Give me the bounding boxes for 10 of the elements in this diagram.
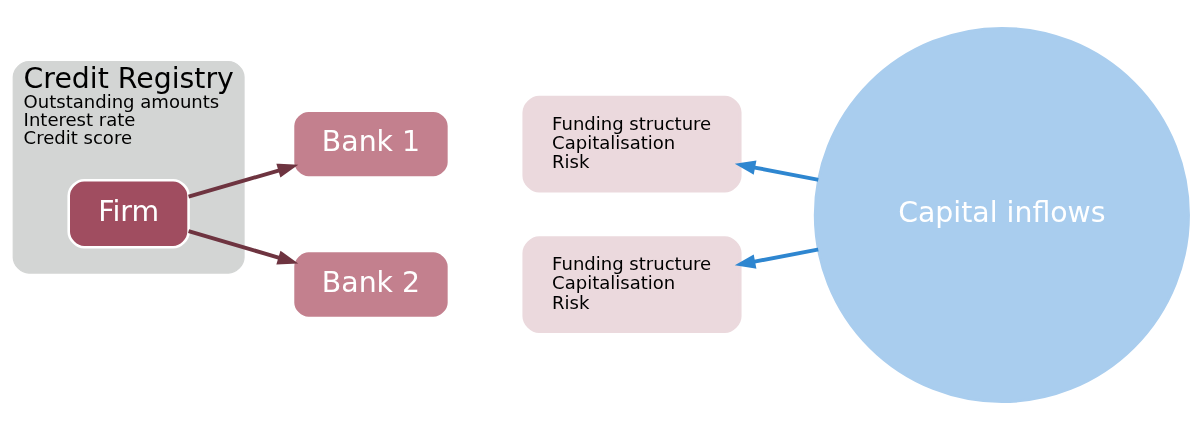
arrow bbox=[188, 229, 299, 265]
node-circle: Capital inflows bbox=[813, 26, 1190, 404]
node-box: Firm bbox=[67, 178, 190, 249]
node-box: Bank 2 bbox=[291, 249, 451, 320]
arrow bbox=[734, 160, 819, 182]
arrow bbox=[734, 247, 819, 269]
node-box: Bank 1 bbox=[291, 109, 451, 179]
node-box: Funding structure Capitalisation Risk bbox=[522, 236, 742, 333]
arrow bbox=[188, 163, 299, 199]
node-box: Funding structure Capitalisation Risk bbox=[522, 95, 742, 193]
